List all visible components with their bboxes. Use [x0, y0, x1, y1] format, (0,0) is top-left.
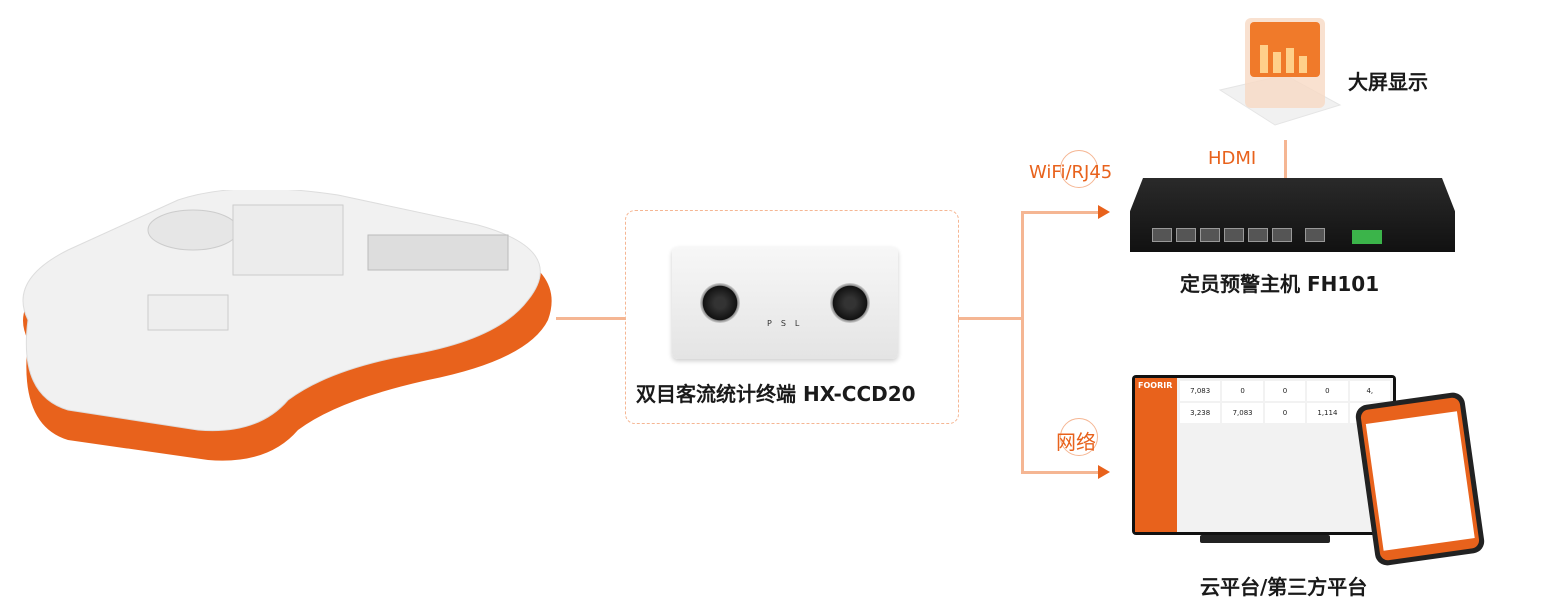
stat-value: 4, — [1349, 381, 1390, 401]
display-label: 大屏显示 — [1348, 70, 1428, 94]
led-label: S — [780, 319, 786, 328]
ethernet-port — [1272, 228, 1292, 242]
connector-to-host — [1021, 211, 1101, 214]
connector-branch-vertical — [1021, 212, 1024, 474]
camera-lens-right — [830, 283, 870, 323]
stat-value: 1,114 — [1307, 403, 1348, 423]
wifi-label: WiFi/RJ45 — [1029, 162, 1113, 183]
camera-device: P S L — [672, 247, 898, 359]
host-device — [1130, 178, 1455, 252]
phone-app — [1354, 391, 1486, 567]
stat-value: 0 — [1222, 381, 1263, 401]
stat-value: 0 — [1307, 381, 1348, 401]
globe-icon — [1060, 418, 1098, 456]
stat-value: 7,083 — [1222, 403, 1263, 423]
ethernet-port — [1248, 228, 1268, 242]
ethernet-port — [1200, 228, 1220, 242]
connector-to-cloud — [1021, 471, 1101, 474]
connector-building-terminal — [556, 317, 626, 320]
led-label: P — [767, 319, 772, 328]
terminal-block — [1352, 230, 1382, 244]
stat-value: 0 — [1264, 403, 1306, 423]
arrow-to-host-icon — [1098, 205, 1110, 219]
cloud-label: 云平台/第三方平台 — [1200, 575, 1368, 599]
terminal-card — [625, 210, 959, 424]
globe-icon — [1060, 150, 1098, 188]
ethernet-port — [1224, 228, 1244, 242]
camera-lens-left — [700, 283, 740, 323]
stat-value: 7,083 — [1180, 381, 1221, 401]
connector-terminal-branch — [958, 317, 1024, 320]
display-icon — [1215, 10, 1345, 140]
hdmi-label: HDMI — [1208, 148, 1257, 169]
host-label: 定员预警主机 FH101 — [1180, 272, 1380, 296]
stat-value: 0 — [1264, 381, 1306, 401]
led-label: L — [794, 319, 800, 328]
monitor-stand — [1200, 535, 1330, 543]
stat-value: 3,238 — [1180, 403, 1221, 423]
building-illustration — [8, 188, 558, 470]
ethernet-port — [1305, 228, 1325, 242]
terminal-label: 双目客流统计终端 HX-CCD20 — [636, 382, 916, 406]
monitor-dashboard: FOORIR 7,083 0 0 0 4, 3,238 7,083 0 1,11… — [1132, 375, 1396, 535]
dashboard-brand: FOORIR — [1135, 378, 1177, 532]
arrow-to-cloud-icon — [1098, 465, 1110, 479]
ethernet-port — [1152, 228, 1172, 242]
network-label: 网络 — [1056, 430, 1096, 454]
ethernet-port — [1176, 228, 1196, 242]
connector-hdmi — [1284, 140, 1287, 180]
